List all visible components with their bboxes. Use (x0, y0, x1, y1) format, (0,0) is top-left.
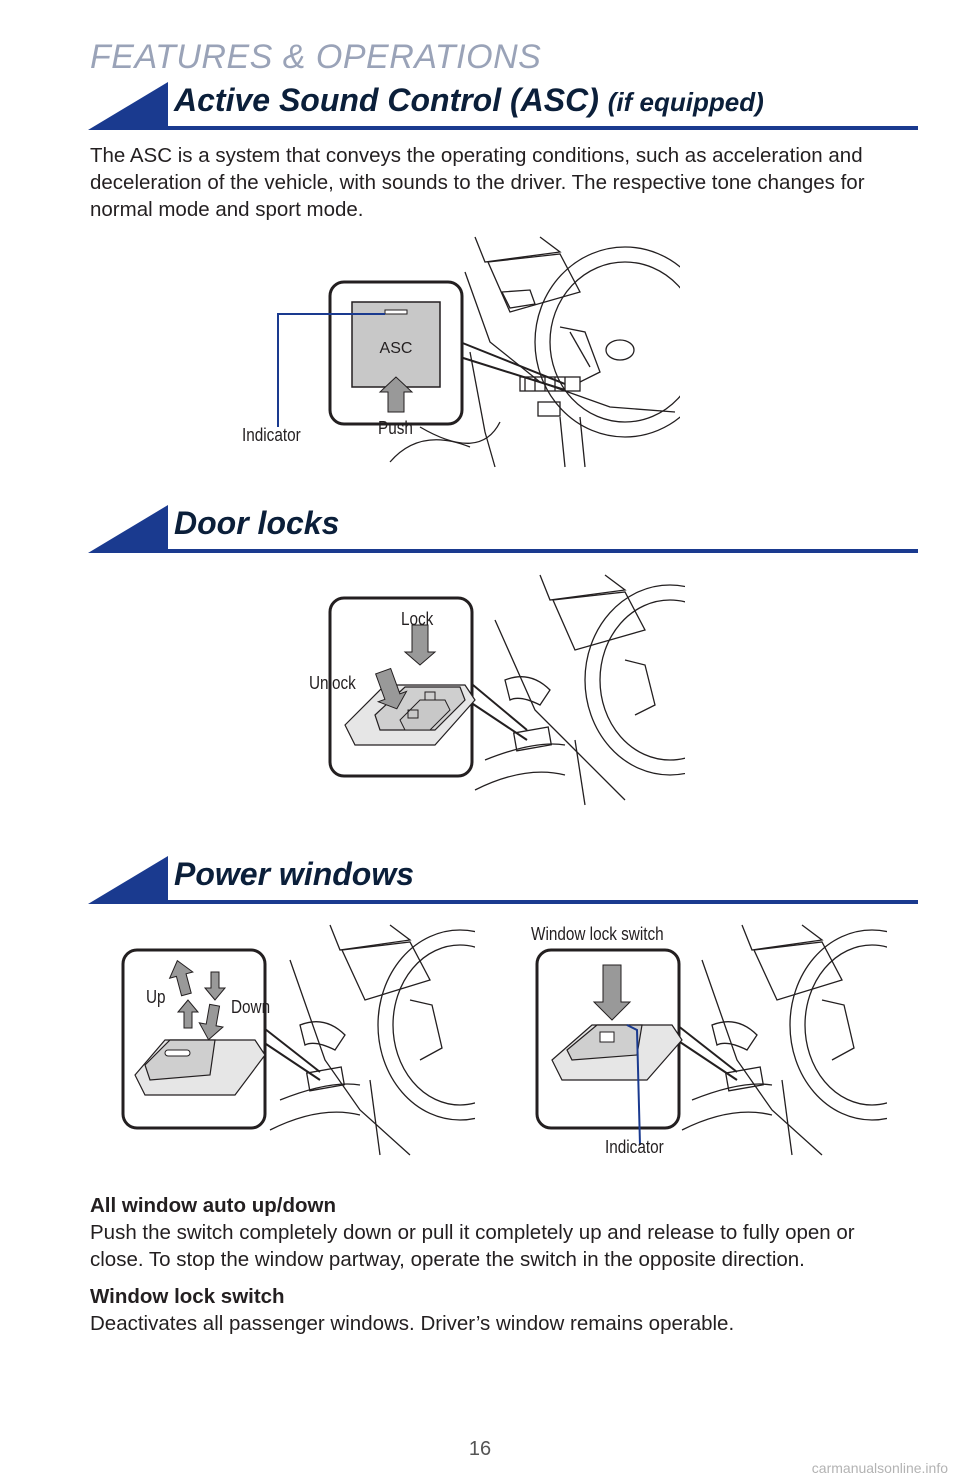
door-lock-label-unlock: Unlock (309, 673, 356, 693)
asc-label-push: Push (378, 418, 413, 438)
asc-description: The ASC is a system that conveys the ope… (90, 144, 865, 221)
window-label-indicator: Indicator (605, 1137, 664, 1157)
door-locks-heading: Door locks (174, 505, 340, 541)
power-windows-heading: Power windows (174, 856, 415, 892)
asc-heading: Active Sound Control (ASC) (if equipped) (174, 82, 764, 118)
door-locks-illustration (328, 574, 685, 806)
page-section-title: FEATURES & OPERATIONS (90, 38, 542, 76)
asc-heading-bar: Active Sound Control (ASC) (if equipped) (88, 80, 918, 130)
asc-button-text: ASC (380, 340, 413, 357)
asc-label-indicator: Indicator (242, 425, 301, 445)
window-label-lock-switch: Window lock switch (531, 924, 664, 944)
window-label-down: Down (231, 997, 271, 1017)
auto-updown-body: Push the switch completely down or pull … (90, 1221, 855, 1271)
window-lock-title: Window lock switch (90, 1285, 285, 1308)
window-label-up: Up (146, 987, 166, 1007)
window-lock-body: Deactivates all passenger windows. Drive… (90, 1312, 735, 1335)
heading-bar-graphic (88, 82, 918, 130)
page-number: 16 (468, 1438, 492, 1460)
auto-updown-title: All window auto up/down (90, 1194, 336, 1217)
power-windows-heading-bar: Power windows (88, 854, 918, 904)
door-lock-label-lock: Lock (401, 609, 434, 629)
window-lock-switch-illustration (535, 924, 887, 1156)
footer-watermark: carmanualsonline.info (811, 1460, 948, 1476)
power-windows-updown-illustration (121, 924, 475, 1156)
asc-illustration: ASC (277, 236, 680, 468)
door-locks-heading-bar: Door locks (88, 503, 918, 553)
heading-bar-graphic (88, 856, 918, 904)
heading-bar-graphic (88, 505, 918, 553)
